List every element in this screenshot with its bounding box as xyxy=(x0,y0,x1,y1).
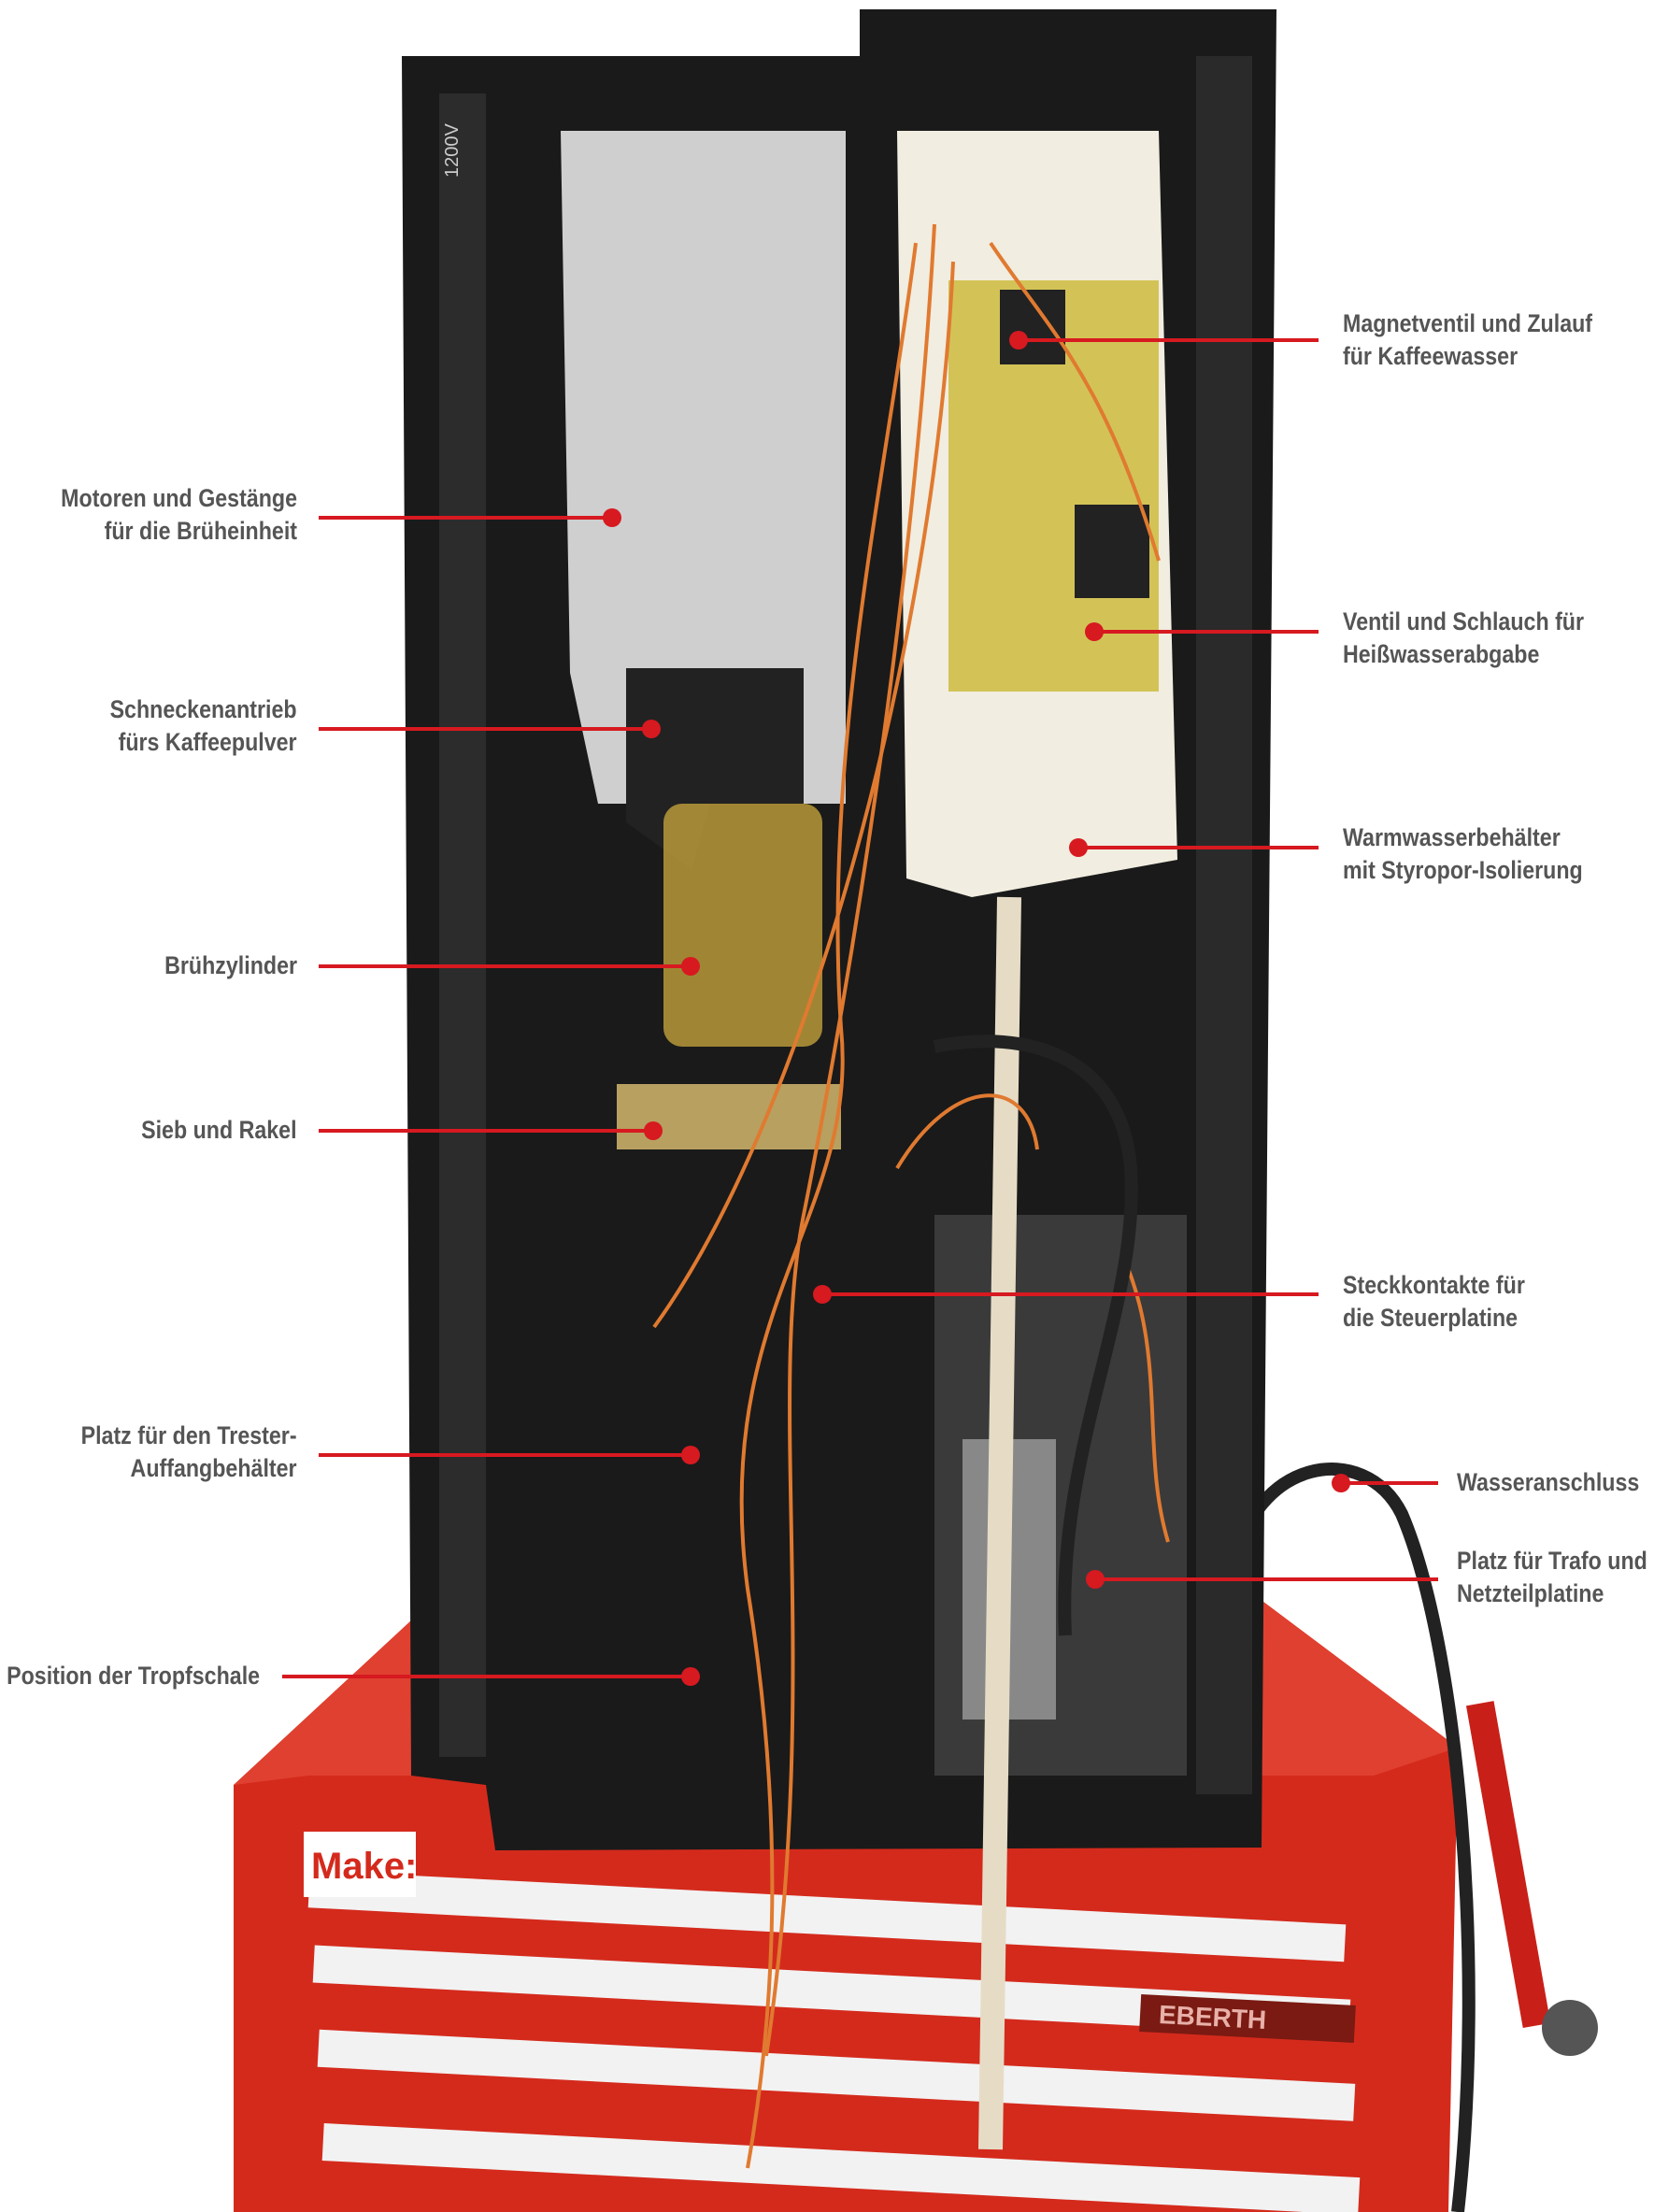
callout-dot-warmwasser xyxy=(1069,838,1088,857)
callout-dot-bruehzylinder xyxy=(681,957,700,976)
label-line: Position der Tropfschale xyxy=(7,1662,260,1690)
callout-dot-wasseranschluss xyxy=(1332,1474,1350,1492)
label-heisswasser: Ventil und Schlauch für Heißwasserabgabe xyxy=(1343,606,1584,671)
label-line: Netzteilplatine xyxy=(1457,1579,1604,1607)
callout-dot-tropfschale xyxy=(681,1667,700,1686)
label-line: Warmwasserbehälter xyxy=(1343,823,1561,851)
label-line: Ventil und Schlauch für xyxy=(1343,607,1585,635)
callout-dot-heisswasser xyxy=(1085,622,1104,641)
callout-dot-trafo xyxy=(1086,1570,1105,1589)
label-line: Wasseranschluss xyxy=(1457,1468,1640,1496)
label-trafo: Platz für Trafo und Netzteilplatine xyxy=(1457,1545,1647,1610)
callouts xyxy=(282,331,1438,1686)
svg-text:Make:: Make: xyxy=(311,1846,417,1887)
label-line: mit Styropor-Isolierung xyxy=(1343,856,1583,884)
label-schnecke: Schneckenantrieb fürs Kaffeepulver xyxy=(110,693,297,759)
label-wasseranschluss: Wasseranschluss xyxy=(1457,1466,1639,1499)
label-tropfschale: Position der Tropfschale xyxy=(7,1660,260,1692)
label-bruehzylinder: Brühzylinder xyxy=(164,949,297,982)
label-line: Auffangbehälter xyxy=(130,1454,297,1482)
label-motoren: Motoren und Gestänge für die Brüheinheit xyxy=(61,482,297,548)
machine-body: 1200V xyxy=(402,9,1276,2169)
label-trester: Platz für den Trester- Auffangbehälter xyxy=(81,1420,297,1485)
callout-dot-steckkontakte xyxy=(813,1285,832,1304)
callout-dot-sieb xyxy=(644,1121,663,1140)
label-steckkontakte: Steckkontakte für die Steuerplatine xyxy=(1343,1269,1525,1334)
label-line: fürs Kaffeepulver xyxy=(119,728,297,756)
label-line: Motoren und Gestänge xyxy=(61,484,297,512)
make-logo xyxy=(304,1832,416,1897)
label-line: Steckkontakte für xyxy=(1343,1271,1525,1299)
label-line: Platz für den Trester- xyxy=(81,1421,297,1449)
label-line: die Steuerplatine xyxy=(1343,1304,1519,1332)
svg-text:1200V: 1200V xyxy=(442,123,463,178)
label-line: Sieb und Rakel xyxy=(141,1116,297,1144)
label-warmwasser: Warmwasserbehälter mit Styropor-Isolieru… xyxy=(1343,821,1583,887)
water-hose xyxy=(1227,1463,1476,2212)
svg-text:EBERTH: EBERTH xyxy=(1158,2000,1267,2034)
label-line: Heißwasserabgabe xyxy=(1343,640,1540,668)
callout-dot-motoren xyxy=(603,508,621,527)
label-line: Brühzylinder xyxy=(164,951,297,979)
label-line: Magnetventil und Zulauf xyxy=(1343,309,1593,337)
callout-dot-magnetventil xyxy=(1009,331,1028,350)
label-line: für die Brüheinheit xyxy=(104,517,297,545)
label-line: für Kaffeewasser xyxy=(1343,342,1519,370)
callout-dot-trester xyxy=(681,1446,700,1464)
label-sieb: Sieb und Rakel xyxy=(142,1114,297,1147)
callout-dot-schnecke xyxy=(642,720,661,738)
label-line: Schneckenantrieb xyxy=(109,695,297,723)
label-magnetventil: Magnetventil und Zulauf für Kaffeewasser xyxy=(1343,307,1592,373)
label-line: Platz für Trafo und xyxy=(1457,1547,1647,1575)
